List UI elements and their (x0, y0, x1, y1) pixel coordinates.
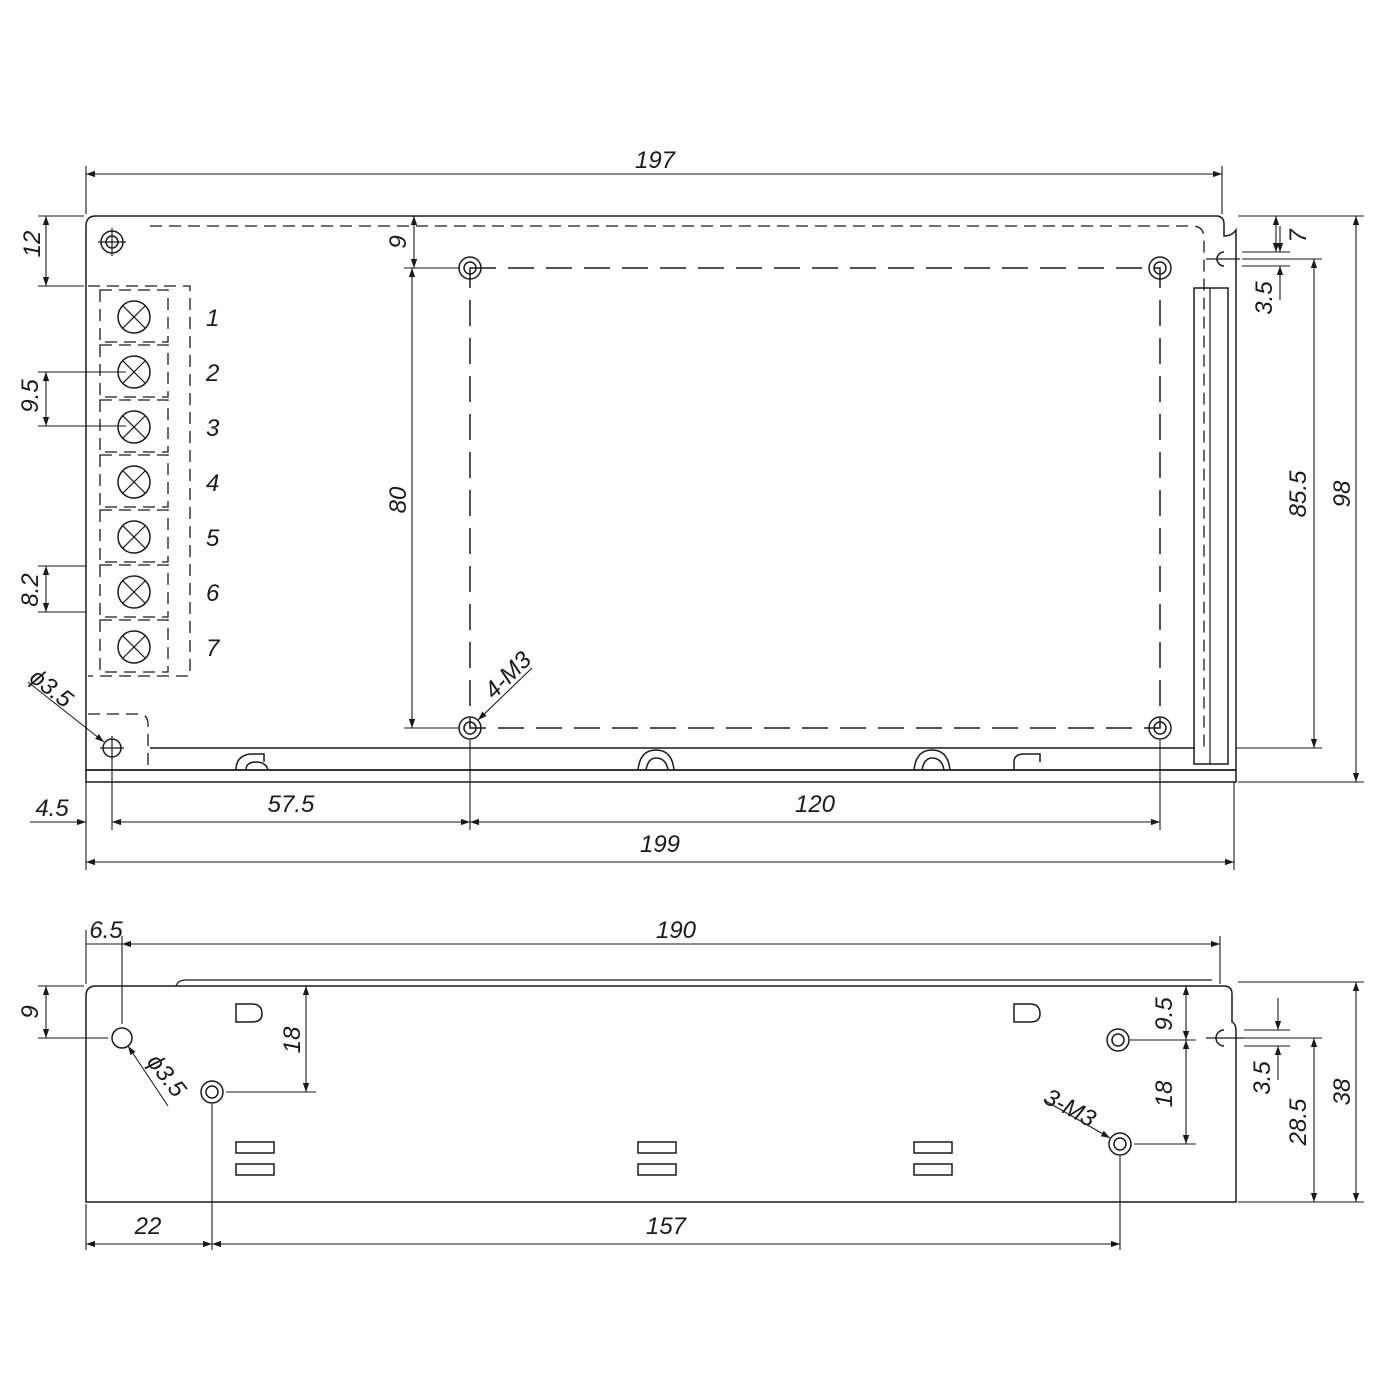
terminal-screw-icon (99, 509, 169, 563)
terminal-screw-icon (99, 289, 169, 343)
side-dim-22: 22 (134, 1213, 162, 1240)
dim-80: 80 (385, 486, 412, 513)
terminal-screw-icon (99, 619, 169, 673)
terminal-number: 3 (206, 415, 220, 442)
side-dim-6-5: 6.5 (89, 917, 123, 944)
terminal-screw-icon (99, 454, 169, 508)
side-dim-18-right: 18 (1151, 1080, 1178, 1107)
side-dim-3-5: 3.5 (1249, 1061, 1276, 1095)
side-dim-9: 9 (17, 1005, 44, 1018)
dim-85-5: 85.5 (1285, 470, 1312, 517)
slot-icon (1206, 1029, 1244, 1047)
corner-hole-icon (100, 736, 124, 760)
corner-hole-icon (98, 228, 126, 256)
side-dim-3-m3: 3-M3 (1039, 1083, 1101, 1133)
side-dim-157: 157 (646, 1213, 688, 1240)
terminal-number: 5 (206, 525, 220, 552)
side-dim-9-5: 9.5 (1151, 997, 1178, 1031)
side-hole-icon (111, 1027, 133, 1049)
side-dim-28-5: 28.5 (1285, 1098, 1312, 1146)
side-view: 6.5 190 9 18 ϕ3.5 3-M3 9.5 18 3.5 (17, 917, 1364, 1250)
side-dim-38: 38 (1329, 1078, 1356, 1105)
m3-hole-icon (200, 1080, 224, 1104)
dim-199: 199 (640, 831, 680, 858)
dim-9-top: 9 (385, 235, 412, 248)
dim-9-5: 9.5 (17, 379, 44, 413)
dim-7: 7 (1285, 228, 1312, 243)
side-dim-phi-3-5: ϕ3.5 (141, 1049, 191, 1103)
terminal-screw-icon (99, 344, 169, 398)
dim-8-2: 8.2 (17, 573, 44, 606)
terminal-number: 6 (206, 580, 220, 607)
terminal-block (88, 285, 191, 677)
dim-4-5: 4.5 (35, 795, 69, 822)
dim-4-m3: 4-M3 (479, 646, 537, 704)
dim-197: 197 (635, 147, 677, 174)
dim-phi-3-5: ϕ3.5 (24, 663, 78, 713)
m3-hole-icon (1148, 256, 1172, 280)
m3-hole-icon (1108, 1132, 1132, 1156)
slot-icon (1206, 251, 1240, 267)
terminal-number: 4 (206, 470, 219, 497)
dim-120: 120 (795, 791, 836, 818)
terminal-number: 1 (206, 305, 219, 332)
dim-98: 98 (1329, 480, 1356, 507)
terminal-number: 7 (206, 635, 221, 662)
side-dim-18-left: 18 (279, 1026, 306, 1053)
m3-hole-icon (1106, 1028, 1130, 1052)
side-dim-190: 190 (656, 917, 697, 944)
dim-57-5: 57.5 (268, 791, 315, 818)
terminal-number: 2 (205, 360, 219, 387)
terminal-screw-icon (99, 564, 169, 618)
dim-12: 12 (19, 231, 46, 258)
m3-hole-icon (1148, 716, 1172, 740)
dim-3-5-slot: 3.5 (1251, 281, 1278, 315)
